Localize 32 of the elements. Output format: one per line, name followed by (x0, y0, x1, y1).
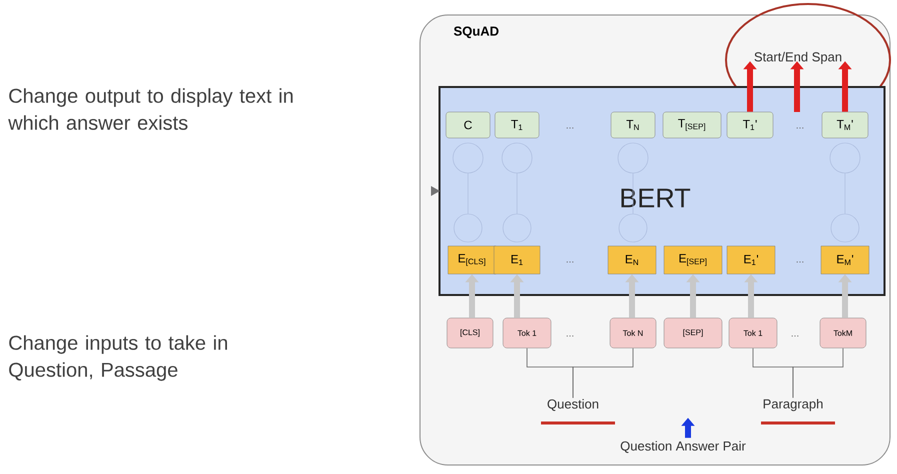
node-label: Start/End Span (754, 52, 842, 64)
output-token-box: T$_{N}$ (610, 112, 656, 138)
node-label: Question Answer Pair (620, 441, 746, 453)
embedding-box: E$_{1}$ (494, 246, 540, 274)
bracket-line (792, 348, 844, 398)
input-token-box: [CLS] (446, 318, 494, 348)
note-text: Change output to display text in which answer exists (8, 88, 293, 130)
ellipsis: ... (796, 261, 804, 263)
embedding-box: E$_{M}$' (820, 246, 870, 274)
note-text: Change inputs to take in Question, Passage (9, 335, 227, 381)
embedding-box: E$_{N}$ (608, 246, 656, 274)
embedding-box: E$_{1}$' (726, 246, 776, 274)
input-token-box: TokM (820, 318, 866, 348)
node-label: Question (548, 399, 598, 411)
ellipsis: ... (796, 127, 804, 129)
output-token-box: T$_{[SEP]}$ (662, 112, 722, 138)
output-token-box: T$_{1}$' (726, 112, 774, 138)
input-token-box: Tok 1 (502, 318, 552, 348)
input-token-box: Tok N (610, 318, 656, 348)
ellipsis: ... (566, 127, 574, 129)
embedding-box: E$_{[SEP]}$ (664, 246, 722, 274)
input-token-box: [SEP] (664, 318, 722, 348)
output-token-box: C (446, 112, 490, 138)
ellipsis: ... (792, 335, 798, 337)
ellipsis: ... (566, 261, 574, 263)
output-token-box: T$_{1}$ (494, 112, 540, 138)
embedding-box: E$_{[CLS]}$ (448, 246, 496, 274)
ellipsis: ... (566, 335, 574, 337)
node-label: Paragraph (764, 398, 822, 412)
bracket-line (572, 348, 634, 398)
input-token-box: Tok 1 (728, 318, 778, 348)
output-token-box: T$_{M}$' (822, 112, 868, 138)
